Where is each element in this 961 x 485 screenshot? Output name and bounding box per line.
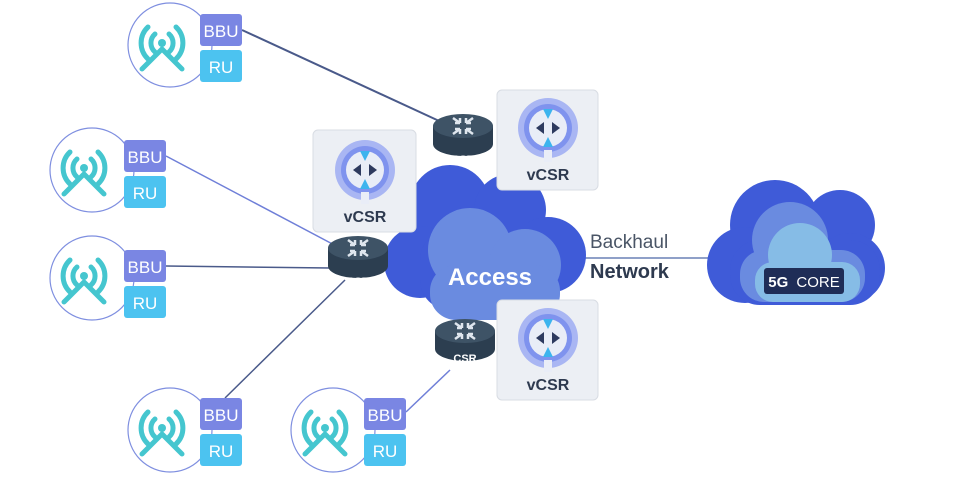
bbu-box — [124, 250, 166, 282]
cell-site-5[interactable]: BBU RU — [290, 387, 406, 473]
bbu-box — [200, 14, 242, 46]
ru-label: RU — [209, 442, 234, 461]
bbu-box — [200, 398, 242, 430]
core-badge-text: CORE — [796, 274, 839, 291]
cell-site-3[interactable]: BBU RU — [49, 235, 166, 321]
ru-label: RU — [209, 58, 234, 77]
csr-router-left[interactable]: CSR — [326, 234, 390, 288]
link-site3-csr-left — [165, 265, 331, 269]
link-site2-csr-left — [165, 155, 341, 249]
core-cloud: 5G CORE — [707, 180, 885, 305]
bbu-box — [364, 398, 406, 430]
access-cloud-label: Access — [448, 264, 532, 291]
bbu-box — [124, 140, 166, 172]
bbu-label: BBU — [128, 258, 163, 277]
csr-label: CSR — [453, 353, 476, 365]
backhaul-label-line2: Network — [590, 261, 670, 283]
ru-box — [200, 434, 242, 466]
bbu-label: BBU — [204, 22, 239, 41]
ru-box — [364, 434, 406, 466]
csr-label: CSR — [451, 154, 474, 166]
vcsr-box-bottom[interactable]: vCSR — [496, 299, 599, 401]
bbu-label: BBU — [128, 148, 163, 167]
vcsr-label: vCSR — [527, 167, 570, 184]
core-badge — [764, 268, 844, 294]
ru-label: RU — [373, 442, 398, 461]
ru-box — [124, 286, 166, 318]
link-site4-csr-left — [224, 279, 346, 399]
ru-box — [200, 50, 242, 82]
cell-site-4[interactable]: BBU RU — [127, 387, 242, 473]
vcsr-box-top[interactable]: vCSR — [496, 89, 599, 191]
csr-router-top[interactable]: CSR — [431, 112, 495, 166]
csr-router-bottom[interactable]: CSR — [433, 317, 497, 365]
router-icon — [431, 112, 495, 158]
ru-label: RU — [133, 294, 158, 313]
vcsr-box-left[interactable]: vCSR — [312, 129, 417, 233]
link-site1-csr-top — [241, 29, 451, 127]
vcsr-label: vCSR — [344, 209, 387, 226]
access-cloud: Access — [384, 165, 586, 320]
cell-site-2[interactable]: BBU RU — [49, 127, 166, 213]
core-badge-bold: 5G — [768, 274, 788, 291]
svg-text:5G CORE: 5G CORE — [768, 274, 840, 291]
cell-site-1[interactable]: BBU RU — [127, 2, 242, 88]
bbu-label: BBU — [368, 406, 403, 425]
router-icon — [326, 234, 390, 280]
backhaul-label-line1: Backhaul — [590, 232, 668, 253]
ru-box — [124, 176, 166, 208]
bbu-label: BBU — [204, 406, 239, 425]
csr-label: CSR — [346, 276, 369, 288]
vcsr-label: vCSR — [527, 377, 570, 394]
links — [165, 29, 725, 413]
link-site5-csr-bottom — [405, 369, 451, 413]
ru-label: RU — [133, 184, 158, 203]
